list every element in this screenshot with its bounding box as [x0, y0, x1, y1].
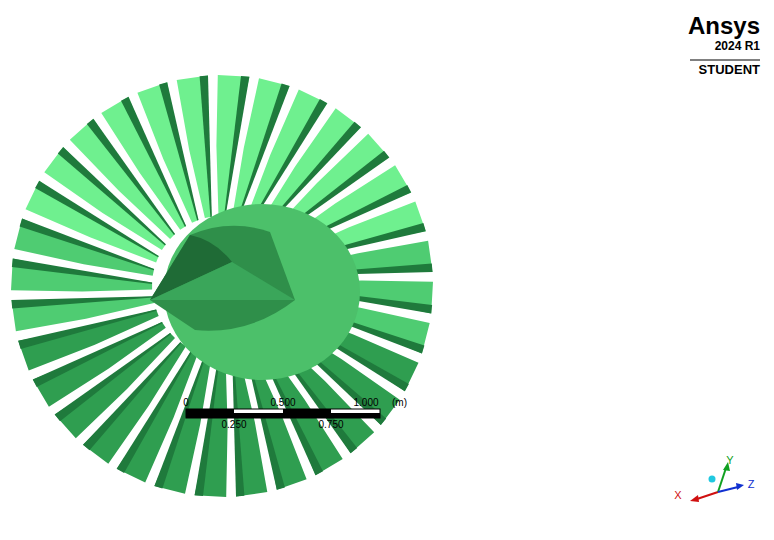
logo-text: STUDENT	[699, 63, 760, 76]
z-arrowhead	[736, 483, 744, 490]
scale-label: 0.250	[221, 420, 246, 430]
x-arrowhead	[690, 495, 699, 502]
triad-ball	[709, 476, 716, 483]
scale-bar-segment	[186, 413, 234, 418]
scale-bar-frame	[186, 409, 380, 418]
scale-label: 1.000	[353, 398, 378, 408]
axis-label: X	[674, 490, 681, 501]
fan-blades	[11, 75, 433, 497]
logo-text: Ansys	[688, 14, 760, 38]
blade-edge	[200, 76, 212, 218]
blade-edge	[12, 296, 154, 308]
fan-blade	[12, 296, 155, 331]
scale-label: 0.750	[318, 420, 343, 430]
scale-label: (m)	[392, 398, 407, 408]
spinner-face	[150, 262, 295, 300]
axis-label: Y	[726, 455, 733, 466]
scale-label: 0	[183, 398, 189, 408]
axis-label: Z	[748, 479, 755, 490]
logo-rule	[690, 60, 760, 61]
scale-bar-segment	[283, 413, 331, 418]
y-axis	[718, 468, 726, 492]
scale-bar-segment	[234, 413, 283, 418]
fan-blade	[177, 76, 212, 219]
scale-label: 0.500	[270, 398, 295, 408]
spinner-cone	[150, 226, 295, 331]
scale-bar-segment	[331, 413, 380, 418]
logo-text: 2024 R1	[715, 40, 760, 52]
z-axis	[718, 487, 738, 492]
